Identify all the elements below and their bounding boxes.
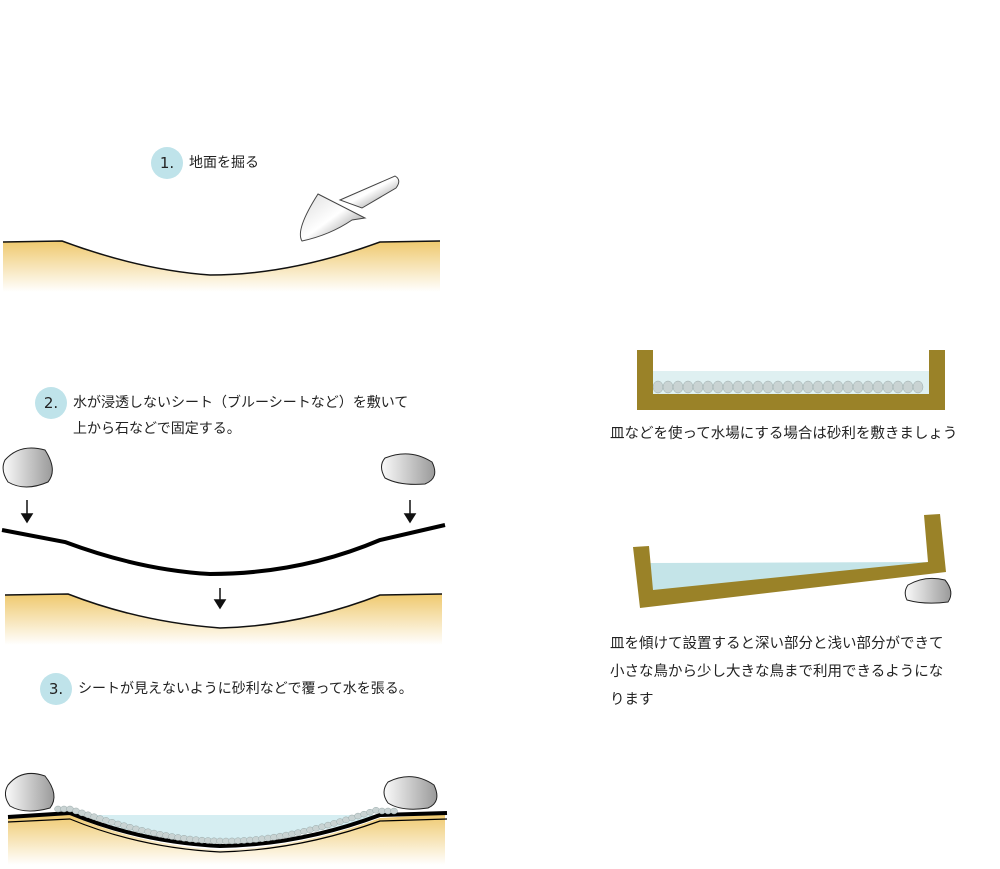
gravel-pebble: [832, 380, 844, 394]
step-3: 3. シートが見えないように砂利などで覆って水を張る。: [40, 673, 413, 705]
finished-pond: [4, 773, 448, 865]
gravel-pebble: [752, 380, 764, 394]
gravel-pebble: [862, 380, 874, 394]
caption-line: 小さな鳥から少し大きな鳥まで利用できるようにな: [610, 664, 944, 680]
tilted-dish: [633, 514, 952, 608]
caption-line: 皿を傾けて設置すると深い部分と浅い部分ができて: [610, 636, 944, 652]
flat-dish: [637, 350, 945, 410]
gravel-pebble: [892, 380, 904, 394]
gravel-pebble: [842, 380, 854, 394]
gravel-pebble: [852, 380, 864, 394]
trowel-icon: [299, 175, 400, 242]
waterproof-sheet: [1, 523, 446, 577]
gravel-pebble: [742, 380, 754, 394]
tilted-dish-caption: 皿を傾けて設置すると深い部分と浅い部分ができて 小さな鳥から少し大きな鳥まで利用…: [610, 630, 944, 714]
step-number-badge: 1.: [151, 147, 183, 179]
step-2: 2. 水が浸透しないシート（ブルーシートなど）を敷いて 上から石などで固定する。: [35, 387, 409, 442]
gravel-pebble: [782, 380, 794, 394]
gravel-pebble: [662, 380, 674, 394]
gravel-pebble: [822, 380, 834, 394]
gravel-pebble: [712, 380, 724, 394]
step-text: 地面を掘る: [189, 155, 259, 171]
gravel-pebble: [672, 380, 684, 394]
gravel-pebble: [812, 380, 824, 394]
flat-dish-caption: 皿などを使って水場にする場合は砂利を敷きましょう: [610, 426, 958, 442]
step-text: シートが見えないように砂利などで覆って水を張る。: [78, 681, 413, 697]
gravel-pebble: [390, 807, 398, 815]
dug-ground-2: [4, 593, 443, 645]
dug-ground: [2, 240, 441, 292]
gravel-pebble: [902, 380, 914, 394]
gravel-pebble: [692, 380, 704, 394]
gravel-pebble: [682, 380, 694, 394]
gravel-pebble: [722, 380, 734, 394]
gravel-pebble: [872, 380, 884, 394]
gravel-pebble: [792, 380, 804, 394]
step-text: 水が浸透しないシート（ブルーシートなど）を敷いて: [73, 395, 409, 411]
rock-right: [381, 453, 436, 485]
gravel-pebble: [702, 380, 714, 394]
step-text: 上から石などで固定する。: [73, 421, 241, 437]
gravel-pebble: [762, 380, 774, 394]
step-number-badge: 2.: [35, 387, 67, 419]
gravel-pebble: [912, 380, 924, 394]
gravel-pebble: [772, 380, 784, 394]
arrow-down-icon: [20, 500, 417, 610]
rock-support: [904, 577, 952, 604]
rock-left: [2, 447, 53, 488]
step-number-badge: 3.: [40, 673, 72, 705]
caption-line: ります: [610, 692, 654, 708]
gravel-pebble: [732, 380, 744, 394]
gravel-pebble: [882, 380, 894, 394]
step-1: 1. 地面を掘る: [151, 147, 259, 179]
gravel-pebble: [802, 380, 814, 394]
gravel-pebble: [652, 380, 664, 394]
